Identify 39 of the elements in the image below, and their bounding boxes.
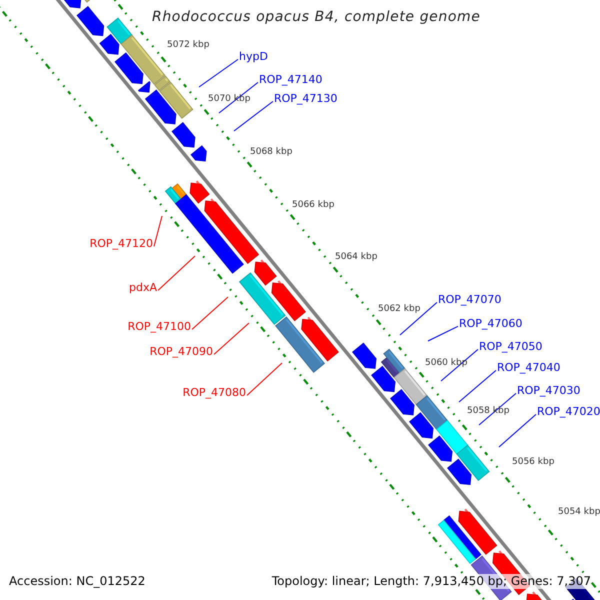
leader-line <box>400 302 438 336</box>
gene-label: ROP_47060 <box>459 317 522 330</box>
gene-label: ROP_47090 <box>150 345 213 358</box>
gene-label: ROP_47140 <box>259 73 322 86</box>
leader-line <box>458 370 496 402</box>
tick-label: 5058 kbp <box>467 406 510 417</box>
leader-line <box>198 58 238 88</box>
tick-label: 5056 kbp <box>512 457 554 468</box>
leader-line <box>158 256 196 291</box>
accession-text: Accession: NC_012522 <box>9 574 146 589</box>
leader-line <box>218 82 258 114</box>
tick-label: 5066 kbp <box>292 200 334 211</box>
title: Rhodococcus opacus B4, complete genome <box>152 9 480 25</box>
tick-label: 5068 kbp <box>250 147 292 158</box>
gene-label: ROP_47120 <box>90 237 153 250</box>
leader-line <box>214 322 250 355</box>
gene-label: ROP_47050 <box>479 340 542 353</box>
tick-label: 5072 kbp <box>167 40 210 51</box>
leader-line <box>154 216 162 247</box>
leader-line <box>498 414 536 448</box>
leader-line <box>478 392 516 426</box>
gene-label: ROP_47030 <box>517 384 580 397</box>
gene-label: ROP_47070 <box>438 293 502 306</box>
gene-label: ROP_47130 <box>274 92 338 105</box>
gene-label: ROP_47080 <box>182 386 246 399</box>
tick-label: 5062 kbp <box>378 304 420 315</box>
gene-label: pdxA <box>129 281 157 294</box>
genome-info-text: Topology: linear; Length: 7,913,450 bp; Genes: 7,307 <box>272 574 591 589</box>
gene-label: ROP_47020 <box>537 405 600 418</box>
tick-label: 5064 kbp <box>335 252 378 263</box>
gene-label: hypD <box>239 50 268 63</box>
tick-label: 5054 kbp <box>558 507 600 518</box>
leader-line <box>234 100 274 132</box>
gene-label: ROP_47100 <box>128 320 191 333</box>
leader-line <box>246 362 282 396</box>
leader-line <box>192 296 228 330</box>
leader-line <box>428 326 458 342</box>
leader-line <box>440 348 478 382</box>
gene-label: ROP_47040 <box>497 361 560 374</box>
